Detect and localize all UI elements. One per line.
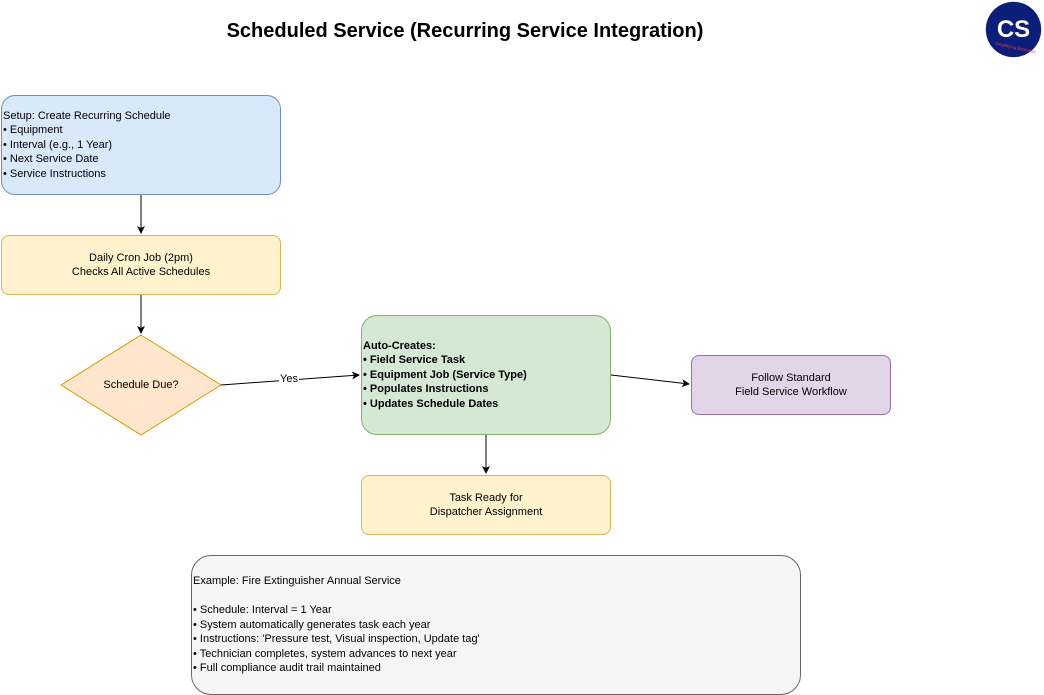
task-ready-line: Dispatcher Assignment [429,506,543,518]
auto-creates-node: Auto-Creates: • Field Service Task • Equ… [361,315,611,435]
auto-creates-line: • Equipment Job (Service Type) [363,368,527,381]
example-note-node: Example: Fire Extinguisher Annual Servic… [191,555,801,695]
logo-letters: CS [997,16,1030,43]
task-ready-node: Task Ready for Dispatcher Assignment [361,475,611,535]
example-blank-line [193,589,800,604]
logo-circle [985,1,1042,58]
follow-line: Field Service Workflow [735,386,847,398]
example-line: • Technician completes, system advances … [193,647,457,660]
auto-creates-line: • Field Service Task [363,354,466,367]
cron-job-node: Daily Cron Job (2pm) Checks All Active S… [1,235,281,295]
cron-line: Checks All Active Schedules [71,266,211,278]
setup-line: • Equipment [3,124,63,137]
example-text: Example: Fire Extinguisher Annual Servic… [193,574,800,676]
example-line: Example: Fire Extinguisher Annual Servic… [193,575,401,588]
auto-creates-line: • Updates Schedule Dates [363,397,499,410]
example-line: • System automatically generates task ea… [193,618,431,631]
task-ready-text: Task Ready for Dispatcher Assignment [430,491,543,520]
yes-edge-label: Yes [279,373,299,385]
auto-creates-text: Auto-Creates: • Field Service Task • Equ… [363,339,610,412]
edge-auto-to-follow [610,374,690,388]
example-line: • Schedule: Interval = 1 Year [193,604,332,617]
diagram-title: Scheduled Service (Recurring Service Int… [226,20,704,42]
follow-text: Follow Standard Field Service Workflow [735,371,847,400]
auto-creates-line: • Populates Instructions [363,383,489,396]
setup-schedule-node: Setup: Create Recurring Schedule • Equip… [1,95,281,195]
follow-workflow-node: Follow Standard Field Service Workflow [691,355,891,415]
company-logo: CS Simplifying Business [985,1,1042,58]
setup-line: • Service Instructions [3,167,106,180]
setup-text: Setup: Create Recurring Schedule • Equip… [3,109,280,182]
setup-line: • Interval (e.g., 1 Year) [3,138,113,151]
cron-text: Daily Cron Job (2pm) Checks All Active S… [72,251,210,280]
setup-line: • Next Service Date [3,153,99,166]
example-line: • Instructions: 'Pressure test, Visual i… [193,633,480,646]
task-ready-line: Task Ready for [449,491,523,504]
example-line: • Full compliance audit trail maintained [193,662,381,675]
decision-label: Schedule Due? [103,379,179,391]
auto-creates-line: Auto-Creates: [363,339,436,352]
cron-line: Daily Cron Job (2pm) [89,251,193,264]
follow-line: Follow Standard [751,371,831,384]
setup-line: Setup: Create Recurring Schedule [3,109,171,122]
